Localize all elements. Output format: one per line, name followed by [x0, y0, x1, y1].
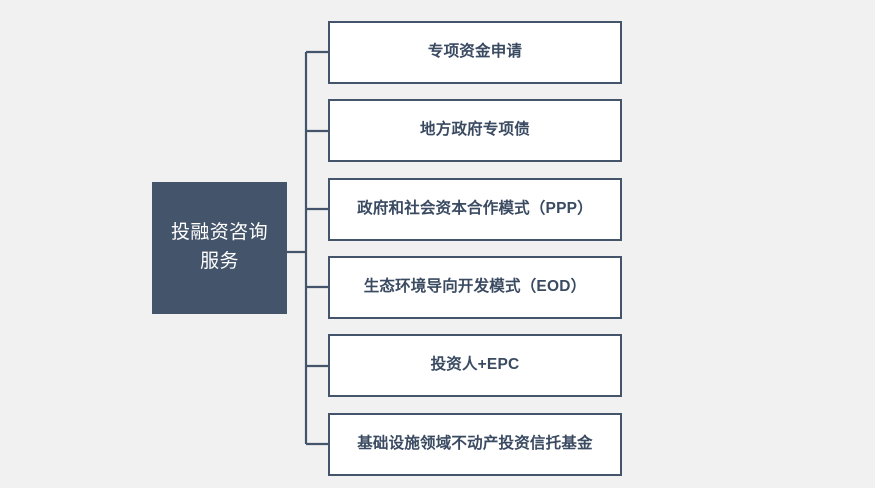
branch-node-label: 地方政府专项债: [420, 121, 530, 139]
branch-node-6[interactable]: 基础设施领域不动产投资信托基金: [328, 413, 622, 476]
branch-node-label: 政府和社会资本合作模式（PPP）: [357, 200, 593, 218]
branch-node-label: 生态环境导向开发模式（EOD）: [363, 278, 587, 296]
branch-node-3[interactable]: 政府和社会资本合作模式（PPP）: [328, 178, 622, 241]
branch-node-1[interactable]: 专项资金申请: [328, 21, 622, 84]
branch-node-label: 基础设施领域不动产投资信托基金: [357, 435, 593, 453]
branch-node-2[interactable]: 地方政府专项债: [328, 99, 622, 162]
branch-node-label: 专项资金申请: [427, 43, 523, 61]
root-node-label: 投融资咨询 服务: [170, 222, 268, 272]
branch-node-5[interactable]: 投资人+EPC: [328, 334, 622, 397]
branch-node-4[interactable]: 生态环境导向开发模式（EOD）: [328, 256, 622, 319]
branch-node-label: 投资人+EPC: [430, 356, 520, 374]
root-node[interactable]: 投融资咨询 服务: [152, 182, 287, 314]
